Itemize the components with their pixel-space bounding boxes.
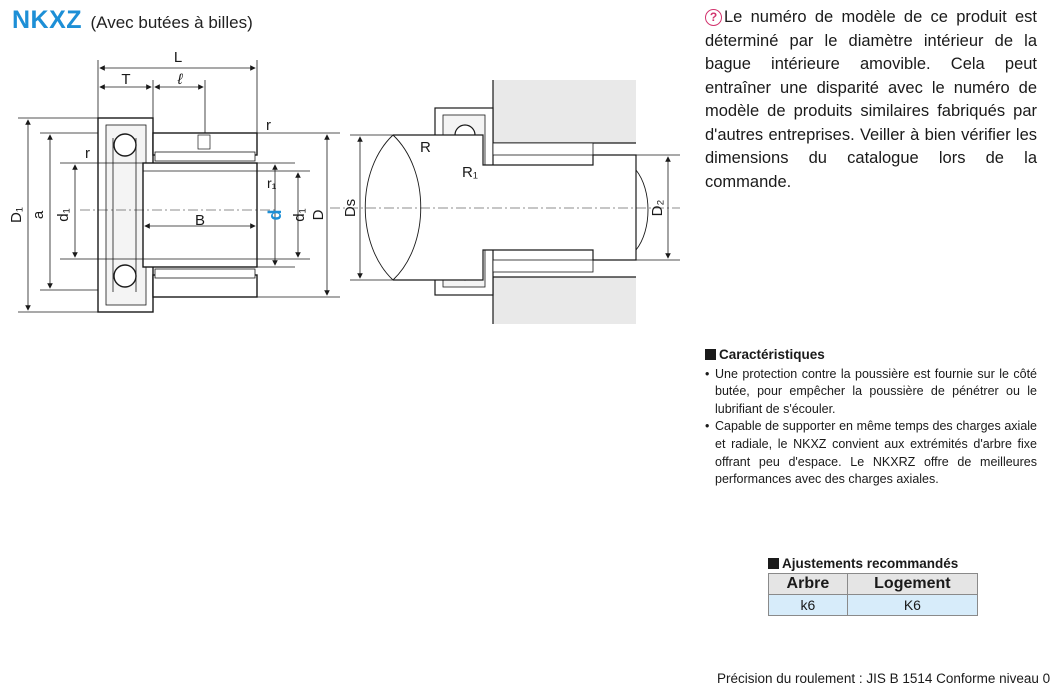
feature-item: Une protection contre la poussière est f… — [705, 366, 1037, 419]
recommended-fits: Ajustements recommandés Arbre Logement k… — [768, 556, 979, 616]
dim-label-B: B — [195, 212, 205, 229]
left-bearing-section — [97, 117, 258, 313]
info-pin-icon: ? — [705, 9, 722, 26]
model-subtitle: (Avec butées à billes) — [90, 13, 253, 32]
cell-arbre: k6 — [768, 594, 848, 616]
precision-note: Précision du roulement : JIS B 1514 Conf… — [717, 671, 1050, 686]
header-logement: Logement — [846, 573, 979, 595]
right-dimension-lines — [350, 134, 680, 281]
fits-table: Arbre Logement k6 K6 — [768, 573, 979, 616]
table-row: k6 K6 — [768, 594, 979, 616]
page-title: NKXZ (Avec butées à billes) — [12, 6, 253, 35]
cell-logement: K6 — [846, 594, 979, 616]
notice-text: Le numéro de modèle de ce produit est dé… — [705, 8, 1037, 191]
right-assembly-section — [364, 80, 649, 324]
table-header-row: Arbre Logement — [768, 573, 979, 595]
dim-label-d1-right: d₁ — [291, 208, 308, 221]
dim-label-d: d — [265, 210, 285, 221]
model-number-notice: ?Le numéro de modèle de ce produit est d… — [705, 6, 1037, 194]
features-list: Une protection contre la poussière est f… — [705, 366, 1037, 489]
dim-label-D: D — [310, 209, 327, 220]
dim-label-T: T — [121, 71, 130, 88]
dim-label-L: L — [174, 49, 182, 66]
fits-caption: Ajustements recommandés — [768, 556, 978, 571]
dim-label-a: a — [30, 210, 47, 219]
header-arbre: Arbre — [768, 573, 848, 595]
features-section: Caractéristiques Une protection contre l… — [705, 346, 1037, 489]
bearing-technical-drawing: L T ℓ r r r₁ B D₁ a d₁ d d₁ D Ds R R₁ D₂ — [8, 49, 680, 324]
square-bullet-icon — [705, 349, 716, 360]
feature-item: Capable de supporter en même temps des c… — [705, 418, 1037, 488]
dim-label-D1: D₁ — [8, 207, 25, 223]
model-name: NKXZ — [12, 6, 83, 34]
dim-label-l: ℓ — [177, 71, 184, 88]
dim-label-R: R — [420, 139, 431, 156]
left-dimension-lines — [18, 60, 340, 313]
dim-label-R1: R₁ — [462, 164, 478, 181]
square-bullet-icon — [768, 558, 779, 569]
dim-label-d1-left: d₁ — [55, 208, 72, 221]
dim-label-Ds: Ds — [342, 199, 359, 217]
dim-label-r-top: r — [266, 117, 271, 134]
dim-label-r1: r₁ — [267, 175, 277, 191]
dim-label-r-left: r — [85, 145, 90, 162]
features-heading: Caractéristiques — [705, 346, 1037, 364]
dim-label-D2: D₂ — [649, 199, 666, 216]
